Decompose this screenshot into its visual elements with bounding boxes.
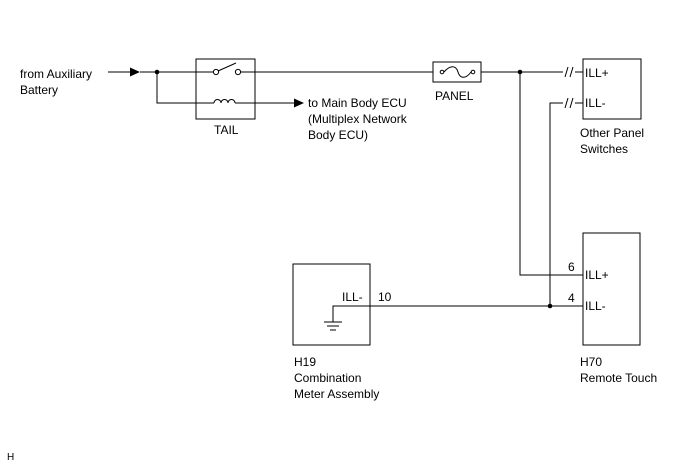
relay-switch-contact-left <box>212 68 220 76</box>
combination-meter-name-line2: Meter Assembly <box>294 387 379 401</box>
source-label-line2: Battery <box>20 83 58 97</box>
tail-relay-box <box>195 58 256 120</box>
wire-branch-to-coil <box>156 72 196 104</box>
relay-output-label-line3: Body ECU) <box>308 128 368 142</box>
remote-touch-pin6-number: 6 <box>568 260 575 274</box>
corner-mark: H <box>7 452 14 463</box>
other-panel-switches-box <box>582 58 642 120</box>
wire-internal-ground <box>332 305 370 322</box>
fuse-terminal-right <box>470 69 476 75</box>
remote-touch-name: Remote Touch <box>580 371 657 385</box>
ground-icon <box>324 321 342 331</box>
combination-meter-code: H19 <box>294 355 316 369</box>
relay-switch-blade <box>217 62 237 72</box>
fuse-icon <box>443 66 472 78</box>
other-pin-ill-minus-label: ILL- <box>585 96 606 110</box>
relay-output-label-line1: to Main Body ECU <box>308 96 407 110</box>
combination-meter-name-line1: Combination <box>294 371 361 385</box>
fuse-terminal-left <box>439 69 445 75</box>
input-arrow-head <box>130 67 140 77</box>
remote-touch-code: H70 <box>580 355 602 369</box>
source-label-line1: from Auxiliary <box>20 67 92 81</box>
remote-touch-pin4-number: 4 <box>568 291 575 305</box>
tail-relay-label: TAIL <box>214 123 239 137</box>
wire-other-ill-minus <box>549 102 563 306</box>
combination-meter-pin-number: 10 <box>378 290 392 304</box>
wire-ill-plus-to-remote-touch <box>519 72 583 276</box>
relay-output-arrow-head <box>294 98 304 108</box>
relay-switch-contact-right <box>234 68 242 76</box>
other-pin-ill-plus-label: ILL+ <box>585 66 609 80</box>
break-mark-ill-plus <box>564 66 574 78</box>
break-mark-ill-minus <box>564 97 574 109</box>
combination-meter-pin-label: ILL- <box>342 290 363 304</box>
panel-fuse-label: PANEL <box>435 89 474 103</box>
other-panel-switches-name-line1: Other Panel <box>580 126 644 140</box>
remote-touch-pin6-label: ILL+ <box>585 268 609 282</box>
combination-meter-box <box>292 263 371 346</box>
relay-output-label-line2: (Multiplex Network <box>308 112 408 126</box>
remote-touch-pin4-label: ILL- <box>585 299 606 313</box>
junction-ill-minus <box>547 303 553 309</box>
other-panel-switches-name-line2: Switches <box>580 142 628 156</box>
relay-coil-icon <box>213 99 236 104</box>
remote-touch-box <box>582 232 641 346</box>
